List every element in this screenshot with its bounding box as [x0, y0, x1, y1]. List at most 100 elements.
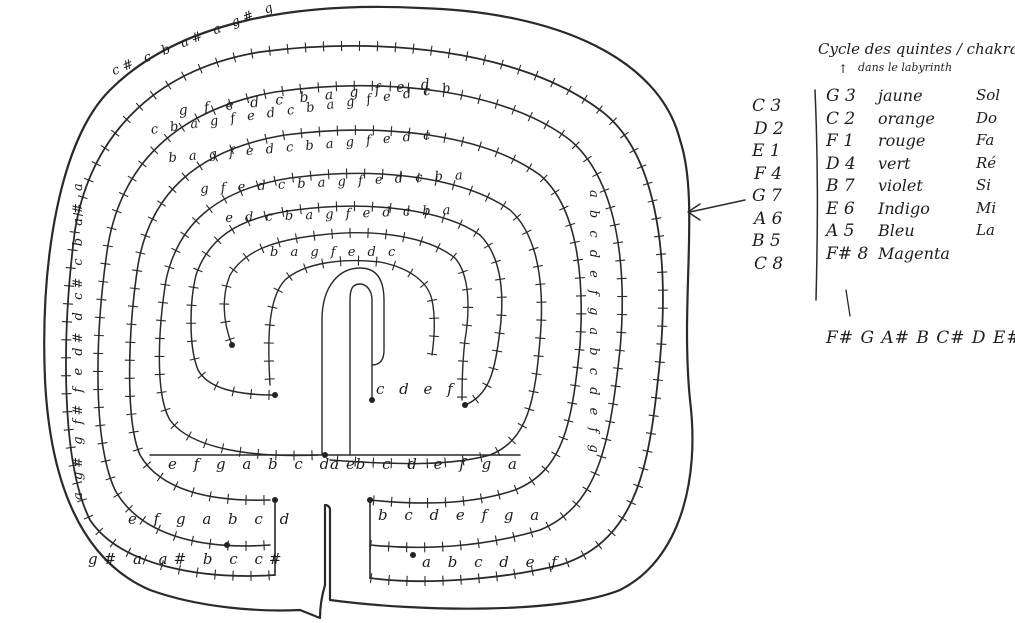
maze-center	[322, 268, 384, 455]
maze-tick	[495, 332, 505, 333]
dot	[367, 497, 373, 503]
chakra-row: B 7violetSi	[826, 178, 1015, 200]
maze-tick	[157, 473, 163, 481]
maze-tick	[649, 415, 659, 416]
maze-tick	[408, 269, 413, 278]
maze-tick	[429, 336, 439, 337]
maze-tick	[617, 278, 627, 279]
maze-ring-5	[191, 206, 502, 405]
maze-tick	[228, 540, 229, 550]
maze-tick	[138, 161, 146, 167]
maze-tick	[160, 284, 170, 286]
maze-tick	[496, 315, 506, 316]
maze-tick	[573, 367, 583, 368]
dot	[462, 402, 468, 408]
maze-tick	[582, 95, 587, 103]
row-solfege: Sol	[976, 88, 1000, 103]
maze-tick	[132, 270, 142, 271]
maze-tick	[535, 338, 545, 339]
maze-tick	[126, 414, 136, 415]
dot	[272, 392, 278, 398]
maze-tick	[314, 231, 315, 241]
maze-tick	[427, 353, 437, 354]
maze-tick	[228, 494, 229, 504]
maze-tick	[110, 539, 116, 547]
maze-tick	[98, 281, 108, 282]
maze-tick	[431, 46, 432, 56]
maze-tick	[100, 263, 110, 264]
maze-tick	[264, 540, 265, 550]
row-color: jaune	[878, 88, 923, 104]
maze-tick	[535, 284, 545, 285]
maze-letters-center-bottom: c d e f	[376, 382, 458, 397]
maze-tick	[222, 195, 227, 204]
row-note: D 4	[826, 156, 856, 173]
maze-tick	[462, 325, 472, 326]
dot	[224, 542, 230, 548]
diagram-title: Cycle des quintes / chakra	[818, 42, 1015, 57]
maze-tick	[529, 477, 535, 485]
maze-tick	[613, 242, 623, 243]
maze-tick	[573, 259, 583, 260]
row-color: orange	[878, 111, 935, 127]
maze-tick	[206, 205, 212, 213]
maze-tick	[559, 130, 565, 138]
maze-tick	[616, 332, 626, 333]
maze-letters-bottom-left-outer: g# a a# b c c#	[88, 552, 287, 567]
maze-tick	[462, 289, 472, 290]
row-solfege: La	[976, 223, 995, 238]
maze-tick	[495, 279, 505, 280]
maze-tick	[613, 368, 623, 369]
maze-tick	[181, 232, 189, 238]
maze-tick	[615, 260, 625, 261]
maze-tick	[202, 251, 210, 257]
maze-tick	[94, 407, 104, 408]
maze-tick	[463, 496, 464, 506]
maze-tick	[570, 385, 580, 386]
bottom-note-sequence: F# G A# B C# D E# F	[826, 330, 1015, 347]
maze-tick	[157, 392, 167, 393]
row-solfege: Do	[976, 111, 997, 126]
maze-tick	[221, 321, 231, 323]
maze-tick	[527, 164, 532, 173]
dot	[369, 397, 375, 403]
maze-tick	[656, 344, 666, 345]
chakra-row: C 2orangeDo	[826, 111, 1015, 133]
row-solfege: Si	[976, 178, 991, 193]
chakra-row: F 1rougeFa	[826, 133, 1015, 155]
maze-tick	[458, 361, 468, 362]
row-note: F# 8	[826, 246, 868, 263]
dot	[272, 497, 278, 503]
maze-tick	[496, 571, 497, 581]
chakra-row: G 3 jaune Sol	[826, 88, 1015, 110]
chakra-row: D 4vertRé	[826, 156, 1015, 178]
maze-tick	[583, 156, 591, 162]
maze-tick	[128, 176, 137, 181]
row-note: A 5	[826, 223, 855, 240]
maze-tick	[243, 253, 249, 261]
maze-tick	[618, 516, 626, 521]
row-note: F 1	[826, 133, 854, 150]
maze-tick	[653, 379, 663, 380]
maze-tick	[230, 267, 238, 273]
chakra-row: F# 8Magenta	[826, 246, 1015, 268]
maze-tick	[301, 128, 302, 138]
left-note-label: C 8	[754, 256, 783, 273]
maze-letters-right-side: a b c d e f g a b c d e f g	[587, 190, 600, 457]
maze-tick	[460, 343, 470, 344]
maze-tick	[501, 201, 506, 209]
row-color: violet	[878, 178, 923, 194]
maze-tick	[655, 362, 665, 363]
maze-tick	[265, 379, 275, 380]
maze-tick	[551, 190, 559, 196]
row-note: G 3	[826, 88, 856, 105]
maze-tick	[158, 302, 168, 303]
left-note-label: D 2	[754, 121, 784, 138]
maze-tick	[611, 386, 621, 387]
maze-tick	[186, 432, 191, 441]
row-color: vert	[878, 156, 911, 172]
maze-tick	[215, 570, 216, 580]
dot	[410, 552, 416, 558]
maze-tick	[196, 568, 197, 578]
